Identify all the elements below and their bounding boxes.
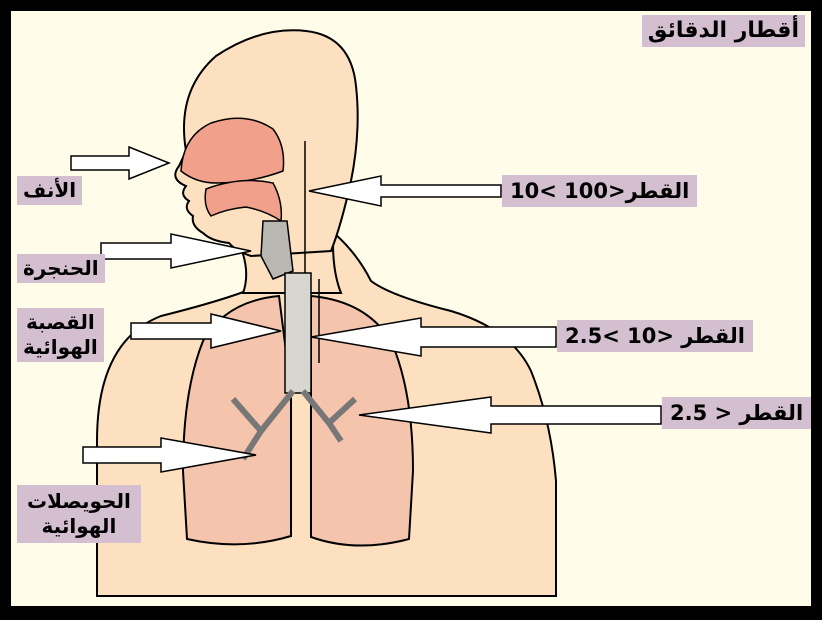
label-nose: الأنف	[17, 176, 82, 205]
size-label-large: 10< القطر<100	[502, 175, 697, 207]
trachea-tube	[285, 273, 311, 393]
label-trachea: القصبة الهوائية	[17, 308, 104, 362]
size-label-medium: 2.5< القطر <10	[557, 320, 753, 352]
label-larynx: الحنجرة	[17, 254, 105, 283]
label-alveoli: الحويصلات الهوائية	[17, 485, 141, 543]
size-label-small: القطر < 2.5	[662, 397, 811, 429]
diagram-title: أقطار الدقائق	[642, 15, 805, 47]
arrow-nose	[71, 147, 169, 179]
